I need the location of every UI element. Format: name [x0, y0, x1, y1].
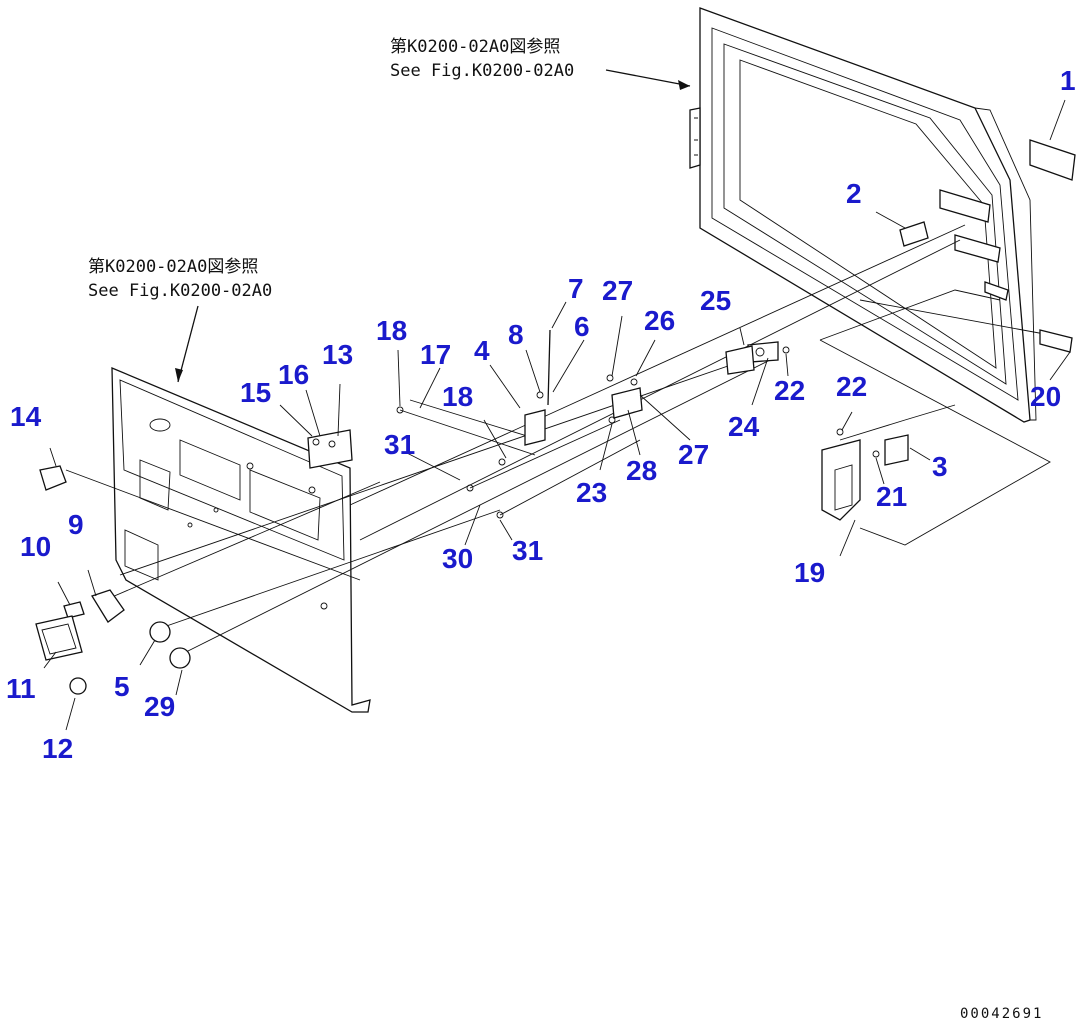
side-panel [111, 367, 371, 713]
callout-15: 15 [240, 377, 271, 408]
reference-en-left: See Fig.K0200-02A0 [88, 281, 272, 301]
hardware [35, 221, 1073, 695]
callout-5: 5 [114, 671, 130, 702]
callout-2: 2 [846, 178, 862, 209]
callout-30: 30 [442, 543, 473, 574]
callout-labels: 1 2 3 4 5 6 7 8 9 10 11 12 13 14 15 16 1… [6, 65, 1076, 764]
callout-11: 11 [6, 673, 36, 704]
reference-jp-left: 第K0200-02A0図参照 [88, 257, 258, 277]
callout-20: 20 [1030, 381, 1061, 412]
callout-7: 7 [568, 273, 584, 304]
callout-8: 8 [508, 319, 524, 350]
guide-lines [65, 224, 1051, 656]
callout-25: 25 [700, 285, 731, 316]
callout-26: 26 [644, 305, 675, 336]
callout-21: 21 [876, 481, 907, 512]
callout-29: 29 [144, 691, 175, 722]
leader-lines [43, 99, 1071, 731]
callout-24: 24 [728, 411, 760, 442]
callout-31-b: 31 [512, 535, 543, 566]
callout-18-b: 18 [442, 381, 473, 412]
callout-6: 6 [574, 311, 590, 342]
callout-27-a: 27 [602, 275, 633, 306]
document-id: 00042691 [960, 1006, 1043, 1022]
callout-10: 10 [20, 531, 51, 562]
rods-and-brackets [307, 139, 1076, 521]
reference-note-top: 第K0200-02A0図参照 See Fig.K0200-02A0 [390, 37, 691, 90]
callout-18-a: 18 [376, 315, 407, 346]
door-frame [689, 7, 1037, 423]
callout-14: 14 [10, 401, 42, 432]
callout-19: 19 [794, 557, 825, 588]
callout-23: 23 [576, 477, 607, 508]
callout-4: 4 [474, 335, 490, 366]
callout-1: 1 [1060, 65, 1076, 96]
callout-31-a: 31 [384, 429, 415, 460]
callout-22-b: 22 [774, 375, 805, 406]
callout-28: 28 [626, 455, 657, 486]
callout-9: 9 [68, 509, 84, 540]
reference-note-left: 第K0200-02A0図参照 See Fig.K0200-02A0 [88, 257, 272, 383]
callout-12: 12 [42, 733, 73, 764]
callout-3: 3 [932, 451, 948, 482]
callout-17: 17 [420, 339, 451, 370]
reference-jp-top: 第K0200-02A0図参照 [390, 37, 560, 57]
callout-13: 13 [322, 339, 353, 370]
reference-en-top: See Fig.K0200-02A0 [390, 61, 574, 81]
callout-22-a: 22 [836, 371, 867, 402]
callout-16: 16 [278, 359, 309, 390]
callout-27-b: 27 [678, 439, 709, 470]
